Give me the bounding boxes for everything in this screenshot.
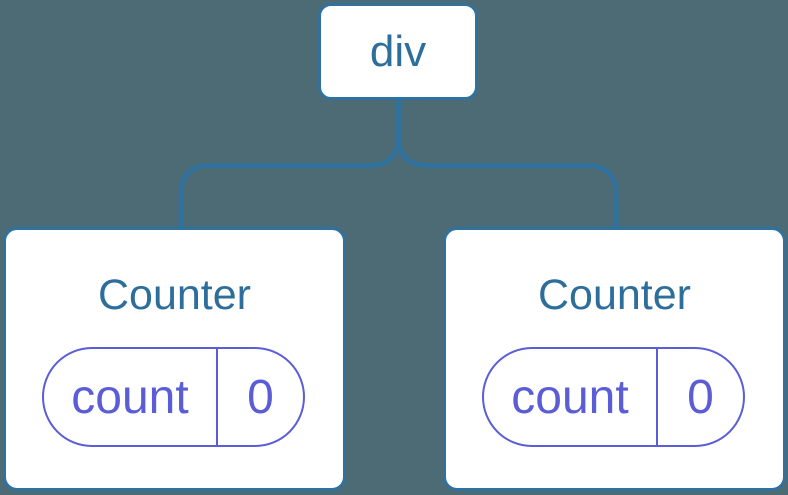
state-key: count [44,349,218,445]
node-label-counter: Counter [538,271,691,319]
node-label-counter: Counter [98,271,251,319]
connector-to-right-child [396,100,619,229]
connector-to-left-child [178,100,401,229]
state-pill: count 0 [482,347,745,447]
state-value: 0 [687,370,714,424]
tree-node-div: div [318,3,478,100]
tree-node-counter-right: Counter count 0 [443,227,786,491]
tree-node-counter-left: Counter count 0 [3,227,346,491]
state-value: 0 [247,370,274,424]
node-label-div: div [369,26,427,76]
state-key: count [484,349,658,445]
state-pill: count 0 [42,347,305,447]
